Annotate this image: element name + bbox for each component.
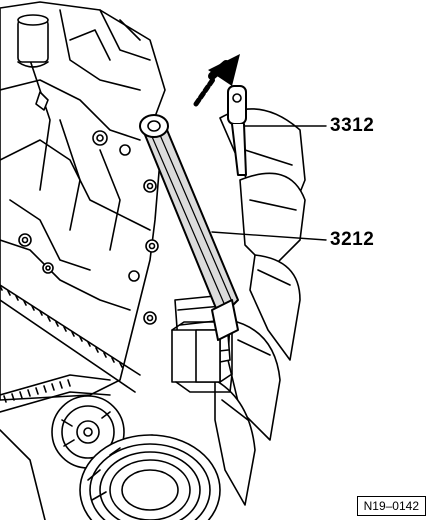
timing-belt xyxy=(0,284,141,521)
crank-pulley xyxy=(79,434,221,525)
leader-lines xyxy=(211,125,327,241)
direction-arrow xyxy=(193,54,240,107)
callout-3312: 3312 xyxy=(330,115,375,136)
tool-3312-holder xyxy=(227,85,247,176)
engine-block xyxy=(0,1,166,446)
tool-3212-bar xyxy=(139,114,239,341)
figure-reference-box: N19–0142 xyxy=(356,496,426,516)
pulley-hub xyxy=(171,321,233,393)
leader-3212 xyxy=(211,231,327,241)
callout-3212: 3212 xyxy=(330,229,375,250)
